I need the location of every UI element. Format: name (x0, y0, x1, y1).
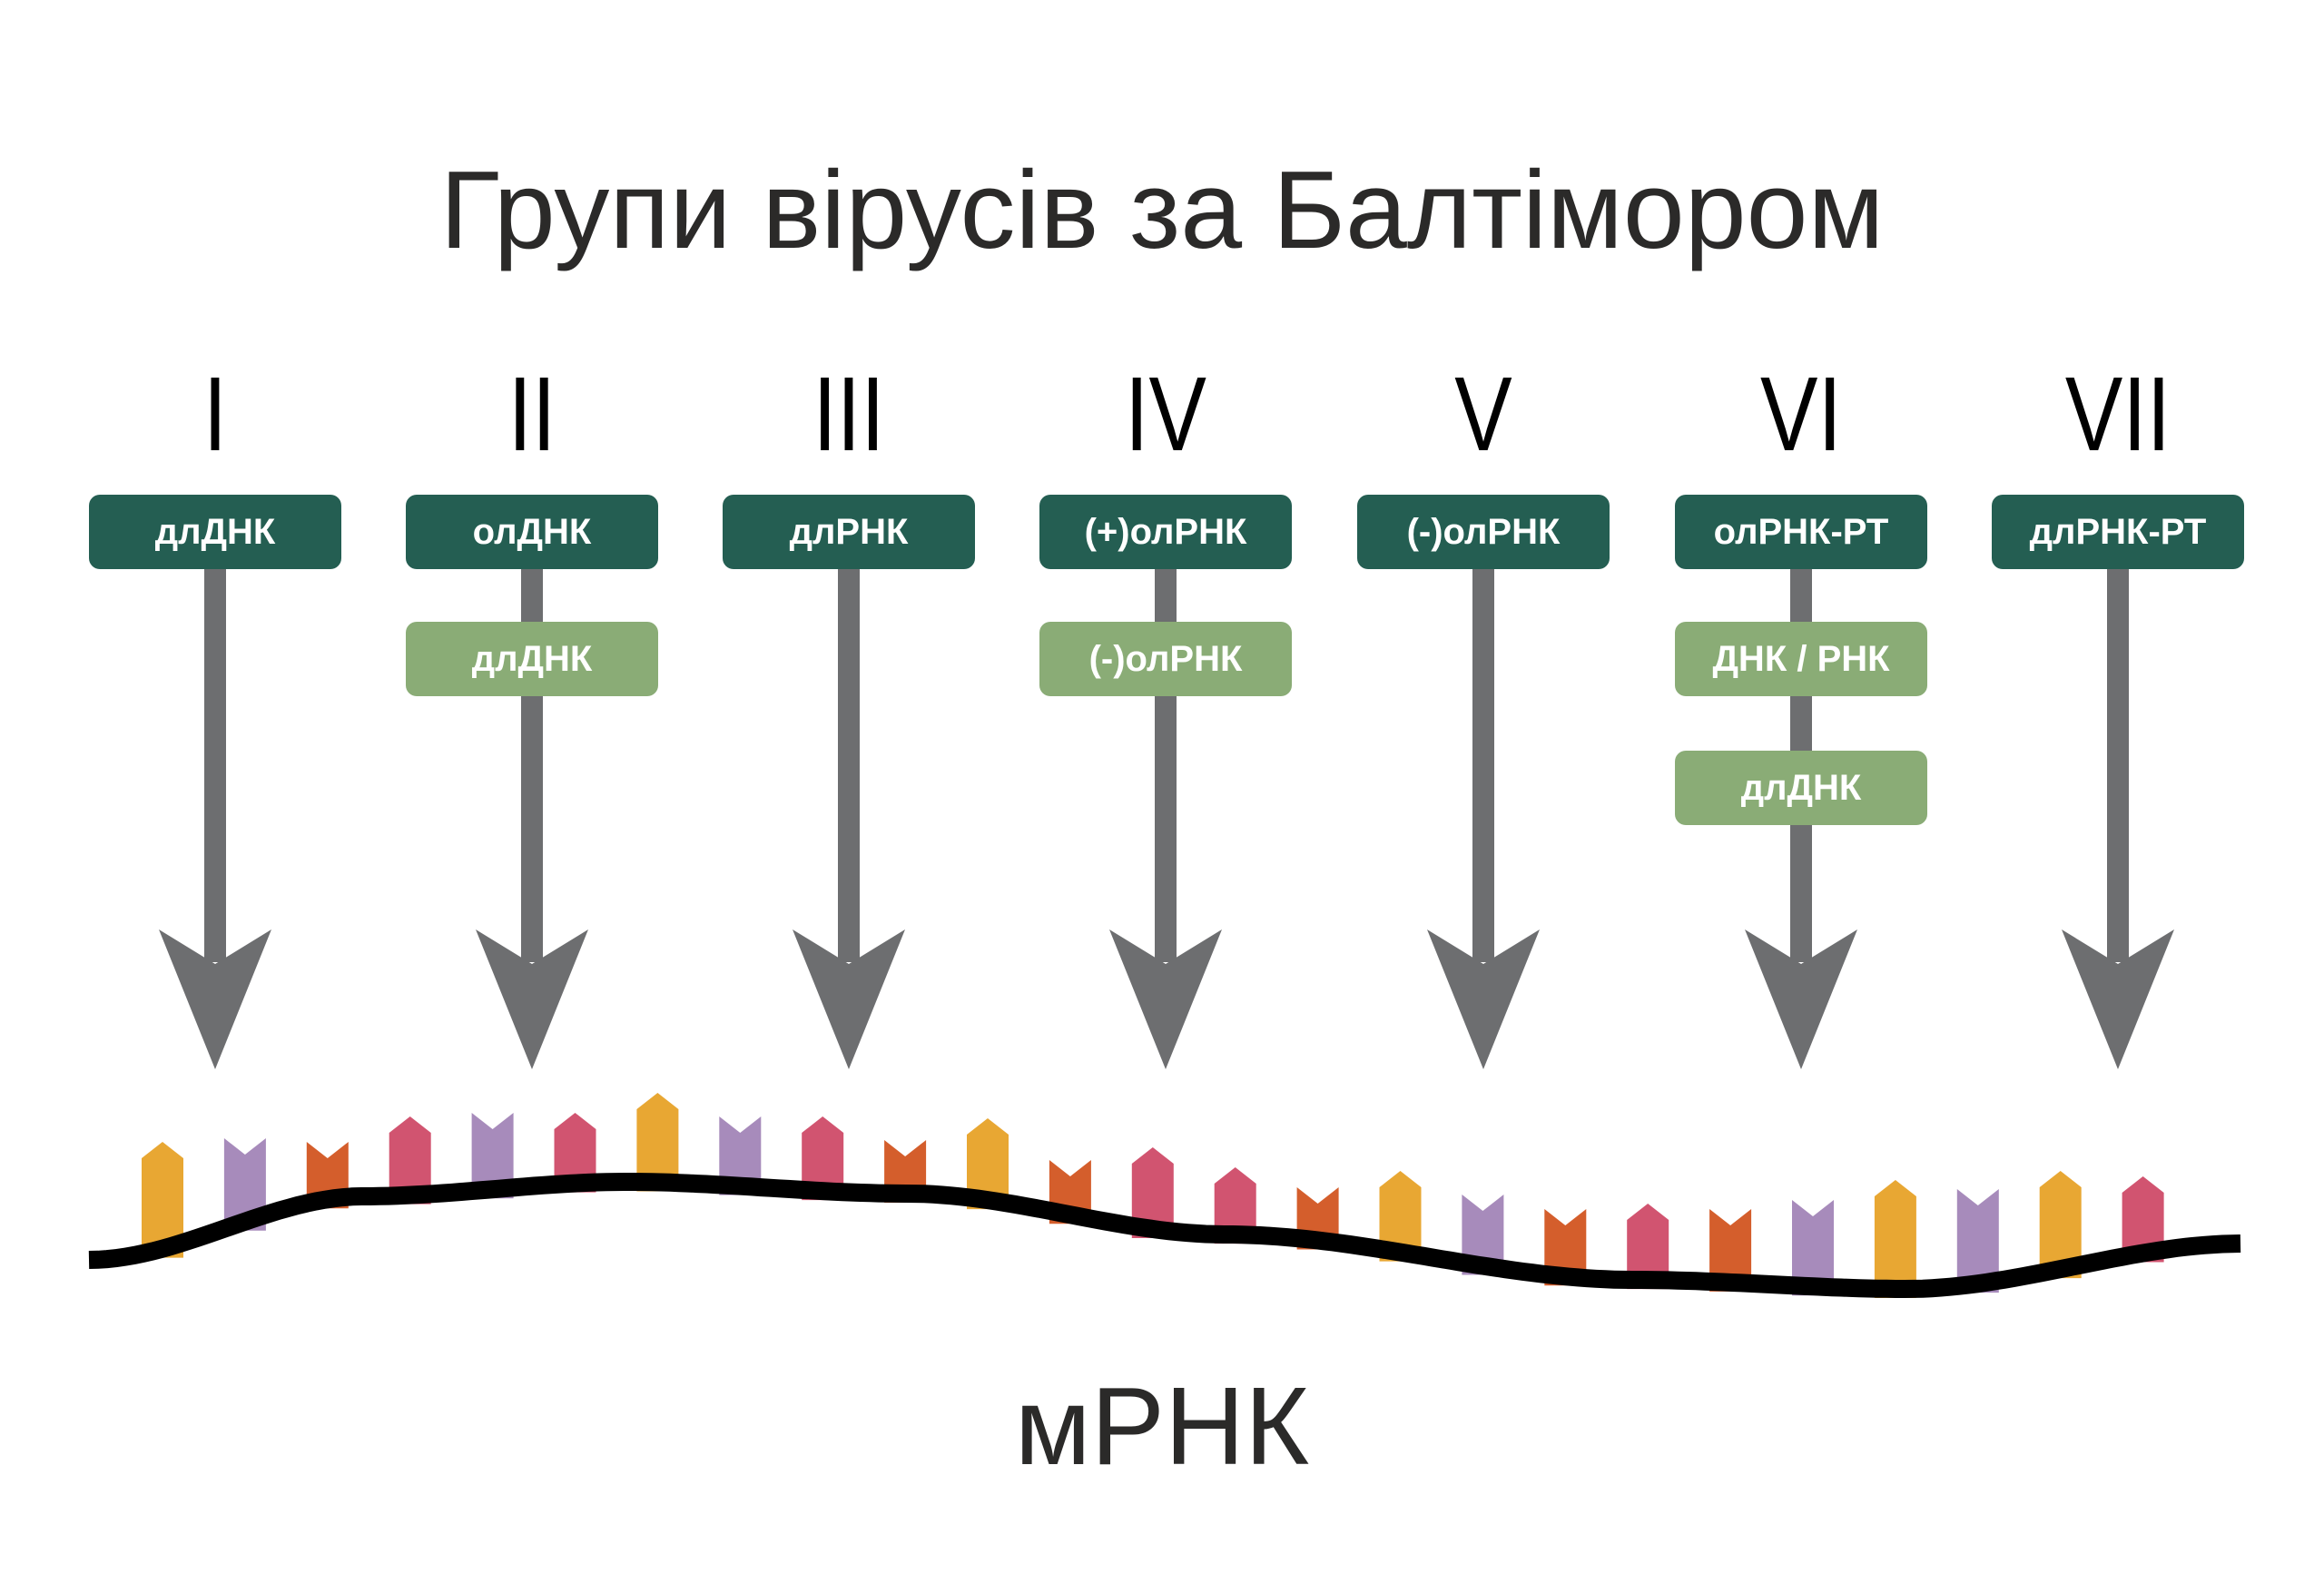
intermediate-box: длДНК (1675, 751, 1927, 825)
nucleotide-yellow (2039, 1171, 2082, 1279)
arrow-shaft (204, 563, 226, 962)
genome-type-box: олДНК (406, 495, 658, 569)
mrna-backbone (88, 1173, 2241, 1298)
box-label: олРНК-РТ (1713, 511, 1889, 552)
intermediate-box: ДНК / РНК (1675, 622, 1927, 696)
arrow-shaft (1472, 563, 1494, 962)
group-numeral: V (1454, 355, 1512, 473)
nucleotide-purple (1462, 1195, 1504, 1275)
arrow-down-icon (793, 929, 905, 1069)
nucleotide-purple (1792, 1200, 1834, 1296)
genome-type-box: длДНК (89, 495, 341, 569)
intermediate-box: длДНК (406, 622, 658, 696)
box-label: (+)олРНК (1084, 511, 1247, 552)
nucleotide-yellow (1874, 1180, 1916, 1298)
arrow-down-icon (2062, 929, 2174, 1069)
box-label: ДНК / РНК (1712, 638, 1890, 679)
arrow-down-icon (1745, 929, 1857, 1069)
genome-type-box: длРНК (723, 495, 975, 569)
nucleotide-pink (389, 1116, 431, 1205)
group-numeral: IV (1125, 355, 1206, 473)
group-numeral: VII (2064, 355, 2171, 473)
nucleotide-pink (802, 1116, 844, 1201)
diagram-title: Групи вірусів за Балтімором (439, 148, 1885, 271)
arrow-down-icon (1427, 929, 1540, 1069)
group-numeral: VI (1760, 355, 1842, 473)
genome-type-box: (-)олРНК (1357, 495, 1610, 569)
genome-type-box: (+)олРНК (1039, 495, 1292, 569)
arrow-down-icon (1109, 929, 1222, 1069)
mrna-label: мРНК (1014, 1364, 1310, 1488)
box-label: длДНК (471, 638, 593, 679)
genome-type-box: олРНК-РТ (1675, 495, 1927, 569)
intermediate-box: (-)олРНК (1039, 622, 1292, 696)
nucleotide-purple (471, 1113, 514, 1199)
nucleotide-orange (1709, 1209, 1752, 1292)
group-numeral: III (812, 355, 885, 473)
box-label: (-)олРНК (1088, 638, 1243, 679)
box-label: длДНК (1740, 767, 1862, 808)
nucleotide-purple (1956, 1189, 1999, 1293)
nucleotide-pink (554, 1113, 596, 1193)
nucleotide-pink (1131, 1147, 1174, 1238)
box-label: олДНК (472, 511, 592, 552)
nucleotide-purple (719, 1116, 762, 1195)
group-numeral: I (202, 355, 228, 473)
nucleotide-pink (1214, 1167, 1256, 1244)
nucleotide-yellow (1379, 1171, 1422, 1262)
nucleotide-pink (2122, 1176, 2164, 1263)
nucleotide-purple (223, 1138, 266, 1231)
arrow-down-icon (159, 929, 271, 1069)
group-numeral: II (507, 355, 556, 473)
box-label: длДНК (154, 511, 276, 552)
nucleotide-yellow (142, 1142, 183, 1258)
box-label: длРНК (789, 511, 909, 552)
nucleotide-pink (1627, 1204, 1669, 1290)
box-label: (-)олРНК (1406, 511, 1561, 552)
nucleotide-yellow (636, 1093, 679, 1192)
arrow-shaft (838, 563, 860, 962)
mrna-strand (88, 1093, 2241, 1298)
nucleotide-yellow (967, 1118, 1009, 1210)
arrow-shaft (2107, 563, 2129, 962)
arrow-down-icon (476, 929, 588, 1069)
box-label: длРНК-РТ (2029, 511, 2207, 552)
genome-type-box: длРНК-РТ (1992, 495, 2244, 569)
